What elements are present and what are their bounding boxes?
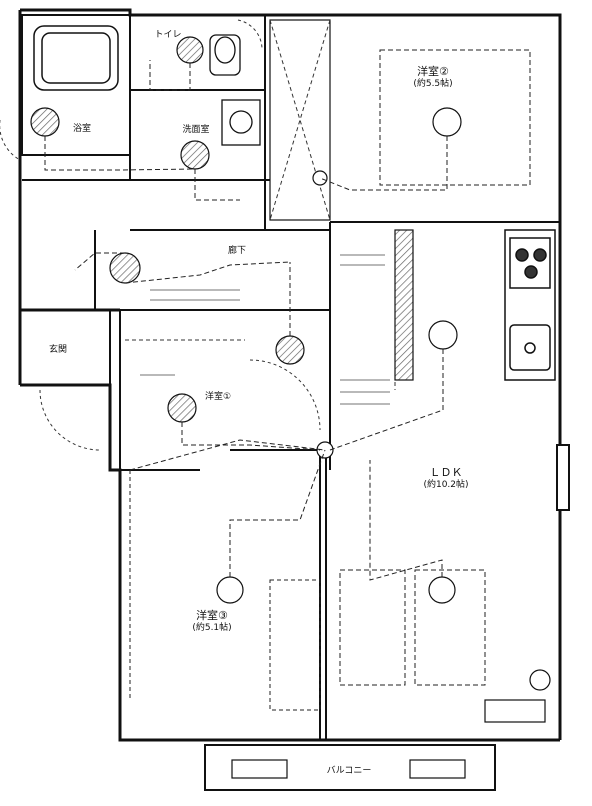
washroom-label: 洗面室 [182,125,210,135]
washbasin [221,99,261,146]
ldk-corner-fixture [484,669,551,723]
bedroom3-storage [129,470,321,711]
toilet-label: トイレ [154,30,182,40]
closet-markings [125,19,396,390]
kitchen-duct [394,229,414,381]
balcony-label: バルコニー [326,766,372,776]
bedroom2-size: (約5.5帖) [413,78,453,89]
exterior-walls [18,8,562,742]
ldk-label: ＬＤＫ (約10.2帖) [423,466,469,490]
ldk-window [556,444,570,511]
entrance-label: 玄関 [48,345,68,355]
bedroom3-name: 洋室③ [196,609,228,622]
light-outlets [216,107,462,604]
hallway-label: 廊下 [227,246,247,256]
bedroom1-label: 洋室① [204,392,232,402]
door-swings [0,19,321,451]
ldk-size: (約10.2帖) [423,479,469,490]
annotation-marks [140,254,390,405]
bedroom3-size: (約5.1帖) [192,622,232,633]
electrical-wiring [44,49,531,686]
toilet-fixture [209,34,241,76]
ldk-name: ＬＤＫ [429,466,463,479]
bedroom2-name: 洋室② [417,65,449,78]
bedroom3-label: 洋室③ (約5.1帖) [192,609,232,633]
bath-label: 浴室 [72,124,92,134]
balcony-outline [204,744,496,791]
interior-walls [20,14,560,740]
bathtub [33,25,119,91]
kitchen-counter [504,229,556,381]
bedroom2-label: 洋室② (約5.5帖) [413,65,453,89]
